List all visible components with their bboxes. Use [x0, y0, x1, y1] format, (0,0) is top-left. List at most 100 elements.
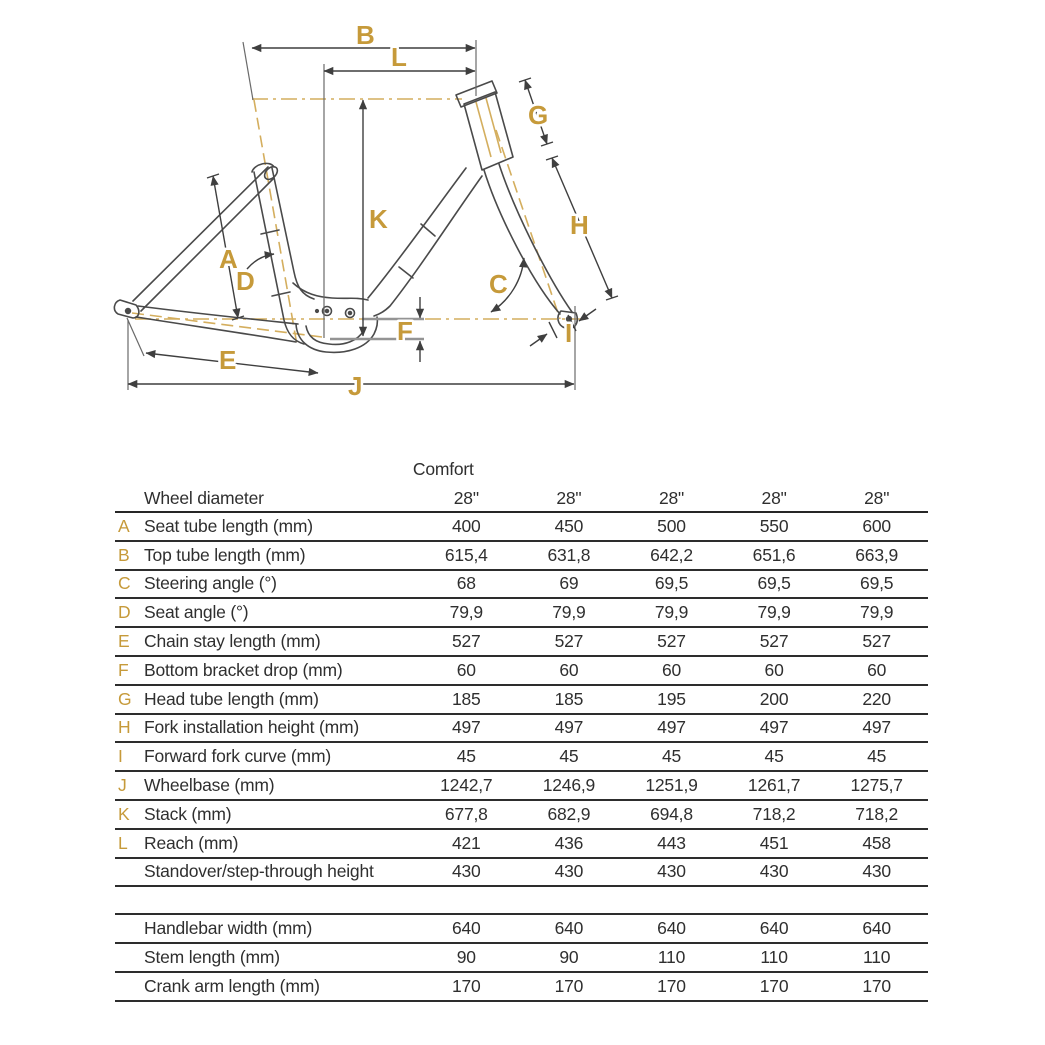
dim-label-d: D: [236, 266, 255, 296]
cell-value: 28": [864, 488, 890, 508]
dim-label-a: A: [219, 244, 238, 274]
dimension-letters: B L K G H A D C E F I J: [217, 18, 592, 404]
cell-value: 458: [862, 832, 891, 853]
cell-value: 60: [867, 659, 887, 680]
cell-value: 185: [451, 688, 481, 709]
row-letter: H: [118, 717, 131, 738]
row-label: Bottom bracket drop (mm): [144, 659, 343, 680]
row-letter: B: [118, 544, 130, 565]
row-label: Crank arm length (mm): [144, 975, 320, 996]
cell-value: 1242,7: [440, 775, 493, 796]
cell-value: 69,5: [654, 573, 689, 594]
row-label: Standover/step-through height: [144, 861, 374, 882]
row-letter: K: [118, 803, 130, 824]
row-label: Stem length (mm): [144, 947, 280, 968]
cell-value: 170: [759, 975, 789, 996]
cell-value: 110: [863, 947, 891, 968]
cell-value: 79,9: [757, 602, 791, 623]
cell-value: 527: [759, 631, 789, 652]
table-row-wheel-diameter: Wheel diameter 28" 28" 28" 28" 28": [115, 486, 928, 513]
cell-value: 640: [554, 918, 584, 939]
cell-value: 90: [559, 947, 579, 968]
row-label: Fork installation height (mm): [144, 717, 359, 738]
cell-value: 500: [657, 515, 686, 536]
row-label: Forward fork curve (mm): [144, 746, 331, 767]
cell-value: 170: [554, 975, 584, 996]
dim-label-c: C: [489, 269, 508, 299]
cell-value: 527: [862, 631, 891, 652]
bike-frame-outline: [113, 80, 579, 354]
cell-value: 443: [657, 832, 686, 853]
cell-value: 79,9: [860, 602, 894, 623]
cell-value: 682,9: [547, 803, 591, 824]
row-label: Steering angle (°): [144, 573, 277, 594]
row-letter: C: [118, 573, 131, 594]
cell-value: 79,9: [654, 602, 689, 623]
cell-value: 527: [554, 631, 584, 652]
cell-value: 200: [759, 688, 789, 709]
geometry-table: Comfort Wheel diameter 28" 28" 28" 28" 2…: [115, 452, 928, 1002]
cell-value: 79,9: [449, 602, 483, 623]
cell-value: 451: [759, 832, 789, 853]
cell-value: 79,9: [552, 602, 586, 623]
cell-value: 430: [451, 861, 481, 882]
cell-value: 1261,7: [747, 775, 801, 796]
cell-value: 527: [451, 631, 481, 652]
cell-value: 90: [456, 947, 476, 968]
cell-value: 60: [456, 659, 476, 680]
cell-value: 60: [661, 659, 682, 680]
row-letter: E: [118, 631, 130, 652]
dim-label-b: B: [356, 20, 375, 50]
cell-value: 110: [760, 947, 788, 968]
cell-value: 497: [451, 717, 481, 738]
cell-value: 28": [658, 488, 685, 508]
cell-value: 170: [451, 975, 481, 996]
cell-value: 400: [451, 515, 481, 536]
cell-value: 640: [451, 918, 481, 939]
table-group-header-row: Comfort: [115, 452, 928, 486]
cell-value: 45: [867, 746, 887, 767]
dim-label-g: G: [528, 100, 548, 130]
dimension-lines: [127, 43, 619, 389]
row-label: Head tube length (mm): [144, 688, 319, 709]
dim-label-j: J: [348, 371, 362, 401]
dim-label-f: F: [397, 316, 413, 346]
row-label: Wheelbase (mm): [144, 775, 275, 796]
cell-value: 631,8: [547, 544, 591, 565]
cell-value: 640: [862, 918, 891, 939]
dim-label-l: L: [391, 42, 407, 72]
cell-value: 45: [661, 746, 682, 767]
cell-value: 1275,7: [850, 775, 904, 796]
dim-label-h: H: [570, 210, 589, 240]
cell-value: 430: [759, 861, 789, 882]
cell-value: 45: [559, 746, 579, 767]
cell-value: 430: [657, 861, 686, 882]
cell-value: 170: [862, 975, 891, 996]
cell-value: 497: [554, 717, 584, 738]
row-letter: I: [118, 746, 123, 767]
cell-value: 28": [453, 488, 479, 508]
cell-value: 450: [554, 515, 584, 536]
cell-value: 600: [862, 515, 891, 536]
cell-value: 45: [456, 746, 476, 767]
dim-label-i: I: [565, 318, 572, 348]
cell-value: 436: [554, 832, 584, 853]
row-label: Top tube length (mm): [144, 544, 306, 565]
cell-value: 550: [759, 515, 789, 536]
cell-value: 642,2: [650, 544, 693, 565]
